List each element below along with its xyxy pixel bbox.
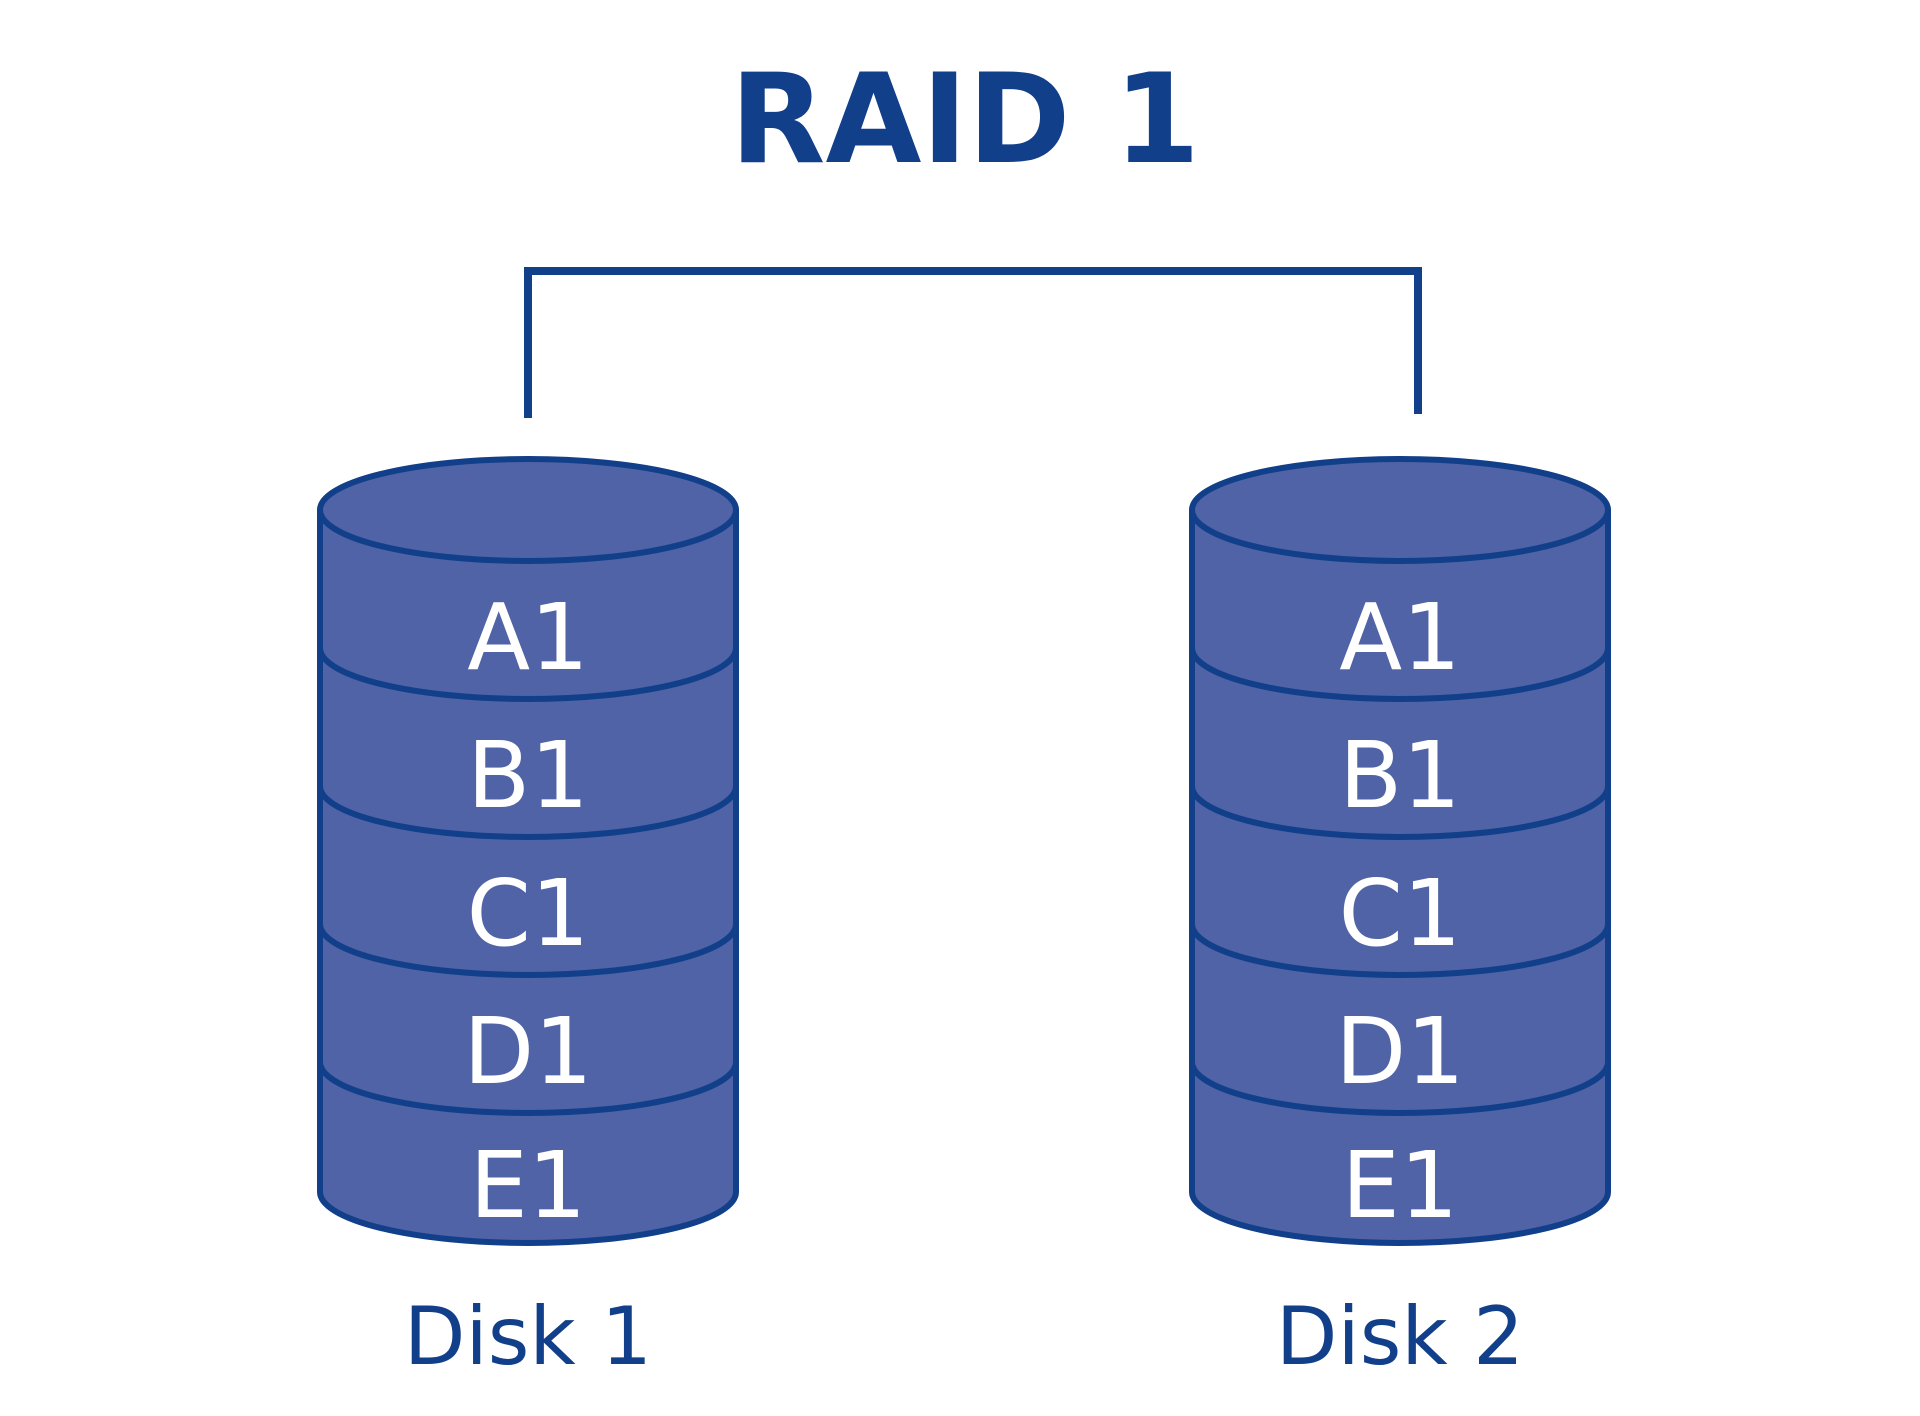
- mirror-connector-line: [524, 267, 1422, 418]
- block-separator: [1189, 647, 1611, 702]
- block-d1-label: D1: [1335, 998, 1464, 1105]
- block-separator: [1189, 923, 1611, 978]
- block-d1-label: D1: [463, 998, 592, 1105]
- block-e1-label: E1: [470, 1132, 587, 1239]
- block-separator: [1189, 1061, 1611, 1116]
- block-separator: [317, 647, 739, 702]
- block-separator: [317, 785, 739, 840]
- block-c1-label: C1: [467, 860, 590, 967]
- disk-label: Disk 2: [1276, 1290, 1524, 1383]
- diagram-title: RAID 1: [730, 48, 1200, 192]
- disk-top-ellipse: [317, 456, 739, 564]
- block-separator: [1189, 785, 1611, 840]
- block-a1-label: A1: [1339, 584, 1460, 691]
- disk-top-ellipse: [1189, 456, 1611, 564]
- disk-label: Disk 1: [404, 1290, 652, 1383]
- block-c1-label: C1: [1339, 860, 1462, 967]
- block-separator: [317, 923, 739, 978]
- block-b1-label: B1: [467, 722, 589, 829]
- block-a1-label: A1: [467, 584, 588, 691]
- block-b1-label: B1: [1339, 722, 1461, 829]
- block-separator: [317, 1061, 739, 1116]
- block-e1-label: E1: [1342, 1132, 1459, 1239]
